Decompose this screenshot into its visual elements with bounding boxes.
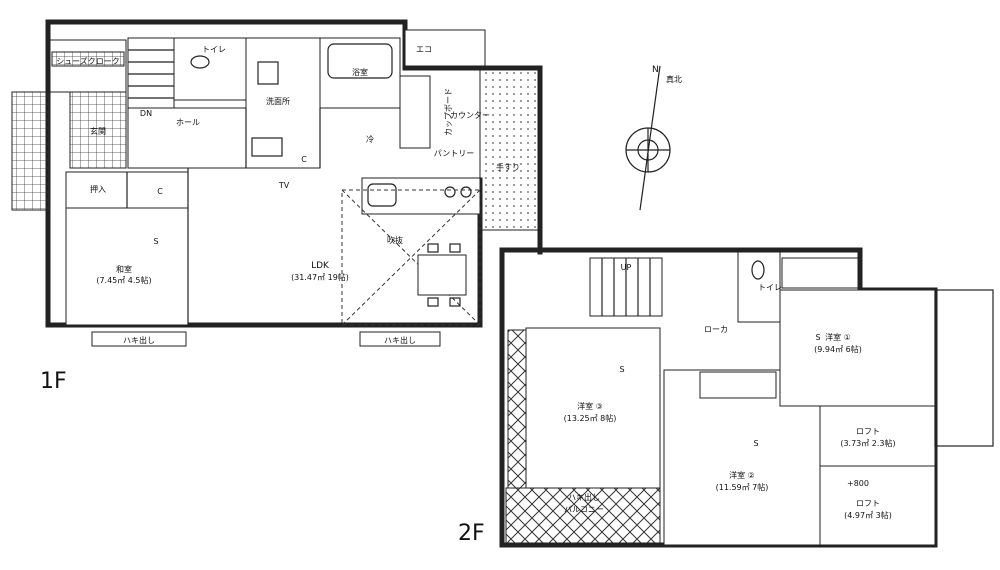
ldk-name: LDK [311,261,330,271]
entrance-floor [69,91,127,169]
loft-1-name: ロフト [856,427,880,436]
loft-2 [819,465,936,546]
handrail-label: 手すり [496,162,520,172]
entrance-label: 玄関 [90,126,106,136]
hakidashi-window-1 [91,331,187,347]
youshitsu-2-name: 洋室 ② [729,470,755,480]
hall [127,107,247,169]
toilet-1f [173,37,247,101]
washitsu [65,207,189,326]
hakidashi-label-1: ハキ出し [123,335,155,345]
compass: N 真北 [625,65,682,211]
ldk-area: (31.47㎡ 19帖) [291,272,349,282]
eco-unit [404,29,486,67]
hakidashi-window-2 [359,331,441,347]
closet-label-1f: 押入 [90,184,106,194]
toilet-2f [737,251,781,323]
floor-label-1f: 1F [40,369,67,394]
plus-800-label: +800 [847,479,869,488]
roof-outline [934,289,994,447]
entrance-porch [11,91,51,211]
toilet-label-1f: トイレ [202,45,226,54]
loft-2-name: ロフト [856,499,880,508]
youshitsu-1-name: 洋室 ① [825,332,851,342]
s-mark-2f-3: S [619,365,624,374]
second-floor: 2F 洋室 ① (9.94㎡ 6帖) 洋室 ② (11.59㎡ 7帖) 洋室 ③… [458,247,994,548]
balcony-side [507,329,527,489]
fukinuke-label: 吹抜 [387,235,403,245]
wash-room-label: 洗面所 [266,96,290,106]
roka-label: ローカ [704,325,728,334]
stairs-up: UP [621,263,632,272]
stairs-dn: DN [140,109,152,118]
cupboard-label: カップボード [444,88,453,136]
counter-label: カウンター [450,111,490,120]
youshitsu-1-area: (9.94㎡ 6帖) [814,344,862,354]
toilet-label-2f: トイレ [758,283,782,292]
hand-rail-area [479,69,541,231]
tv-label: TV [278,181,290,190]
youshitsu-2-area: (11.59㎡ 7帖) [716,482,769,492]
youshitsu-1 [779,289,936,407]
cupboard [399,75,431,149]
eco-label: エコ [416,45,432,54]
loft-1-area: (3.73㎡ 2.3帖) [840,438,895,448]
loft-1 [819,405,936,467]
bath-label: 浴室 [352,67,368,77]
hakidashi-label-2f: ハキ出し [568,492,600,502]
closet-room-1 [781,257,859,289]
wash-room [245,37,321,169]
hall-label: ホール [176,118,200,127]
washitsu-area: (7.45㎡ 4.5帖) [96,275,151,285]
balcony-label: バルコニー [564,505,604,514]
shoes-cloak-shelf [51,51,125,67]
pantry-label: パントリー [434,149,474,158]
s-mark-2f-1: S [815,333,820,342]
floor-label-2f: 2F [458,521,485,546]
bathroom [319,37,401,109]
fridge-label: 冷 [366,134,374,144]
closet-c-1: C [301,155,307,164]
hakidashi-label-2: ハキ出し [384,335,416,345]
loft-2-area: (4.97㎡ 3帖) [844,510,892,520]
closet-c-2: C [157,187,163,196]
youshitsu-3-area: (13.25㎡ 8帖) [564,413,617,423]
s-mark-1f: S [153,237,158,246]
washitsu-name: 和室 [116,264,132,274]
youshitsu-3-name: 洋室 ③ [577,401,603,411]
s-mark-2f-2: S [753,439,758,448]
first-floor: 1F LDK (31.47㎡ 19帖) 和室 (7.45㎡ 4.5帖) ホール … [11,19,543,394]
compass-true-north: 真北 [666,74,682,84]
closet-2f [699,371,777,399]
balcony [505,487,661,544]
shoes-cloak-label: シューズクローク [56,56,120,66]
dining-table [417,254,467,296]
youshitsu-3 [525,327,661,489]
compass-north: N [652,65,659,75]
